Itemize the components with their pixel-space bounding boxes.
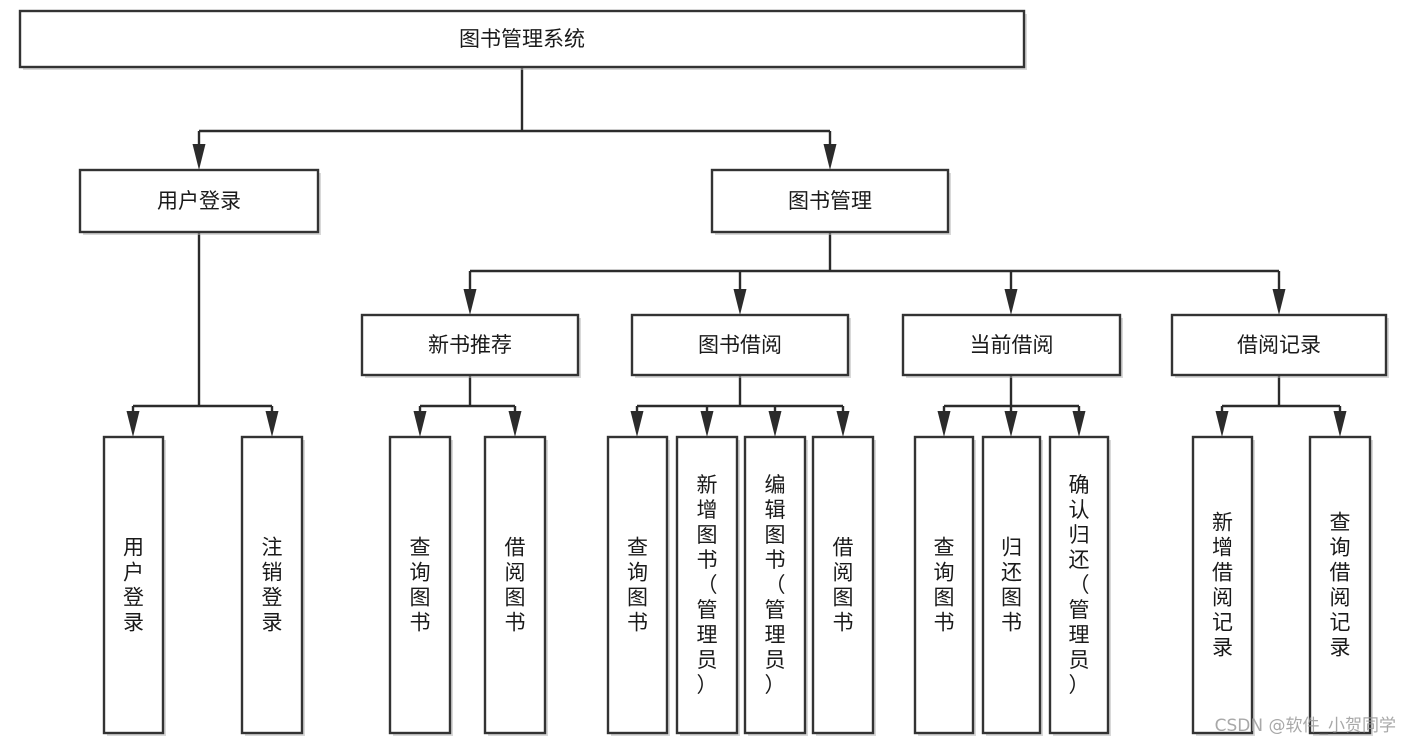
connector-book-borrow-bus (630, 375, 850, 437)
node-border[interactable] (18, 9, 1026, 69)
node-label: 图书管理系统 (459, 27, 585, 51)
node-border[interactable] (981, 435, 1042, 735)
node-border[interactable] (901, 313, 1122, 377)
arrow-head-icon (836, 411, 850, 437)
node-label: 确认归还（管理员） (1069, 473, 1090, 697)
node-label: 编辑图书（管理员） (765, 473, 786, 697)
node-new-book-recommend[interactable]: 新书推荐 (360, 313, 581, 378)
arrow-head-icon (768, 411, 782, 437)
node-label: 图书借阅 (698, 333, 782, 357)
node-leaf-add-book[interactable]: 新增图书（管理员） (675, 435, 740, 736)
arrow-head-icon (1272, 289, 1286, 315)
node-label: 借阅图书 (505, 536, 526, 635)
node-border[interactable] (1170, 313, 1388, 377)
node-label: 借阅记录 (1237, 333, 1321, 357)
node-border[interactable] (240, 435, 304, 735)
node-layer: 图书管理系统用户登录图书管理新书推荐图书借阅当前借阅借阅记录用户登录注销登录查询… (18, 9, 1389, 736)
connector-book-manage-bus (463, 232, 1286, 315)
node-border[interactable] (1048, 435, 1110, 735)
node-label: 新书推荐 (428, 333, 512, 357)
node-label: 借阅图书 (833, 536, 854, 635)
node-border[interactable] (606, 435, 669, 735)
node-book-borrow[interactable]: 图书借阅 (630, 313, 851, 378)
arrow-head-icon (1004, 289, 1018, 315)
node-label: 查询借阅记录 (1330, 511, 1351, 660)
node-label: 新增借阅记录 (1212, 511, 1233, 660)
arrow-head-icon (508, 411, 522, 437)
node-border[interactable] (78, 168, 320, 234)
arrow-head-icon (1004, 411, 1018, 437)
node-border[interactable] (913, 435, 975, 735)
arrow-head-icon (937, 411, 951, 437)
arrow-head-icon (1215, 411, 1229, 437)
node-border[interactable] (102, 435, 165, 735)
node-border[interactable] (743, 435, 807, 735)
node-label: 注销登录 (262, 536, 283, 635)
node-label: 当前借阅 (970, 333, 1054, 357)
node-border[interactable] (388, 435, 452, 735)
arrow-head-icon (265, 411, 279, 437)
watermark-label: CSDN @软件_小贺同学 (1215, 716, 1396, 736)
connector-current-borrow-bus (937, 375, 1086, 437)
node-label: 用户登录 (123, 536, 144, 635)
arrow-head-icon (192, 144, 206, 170)
arrow-head-icon (126, 411, 140, 437)
node-label: 查询图书 (410, 536, 431, 635)
connector-user-login-bus (126, 232, 279, 437)
node-root[interactable]: 图书管理系统 (18, 9, 1027, 70)
node-border[interactable] (360, 313, 580, 377)
node-label: 图书管理 (788, 189, 872, 213)
node-border[interactable] (483, 435, 547, 735)
node-border[interactable] (710, 168, 950, 234)
node-leaf-borrow-book-2[interactable]: 借阅图书 (811, 435, 876, 736)
node-leaf-query-book-3[interactable]: 查询图书 (913, 435, 976, 736)
node-leaf-query-book-1[interactable]: 查询图书 (388, 435, 453, 736)
arrow-head-icon (700, 411, 714, 437)
node-label: 归还图书 (1001, 536, 1022, 635)
node-leaf-borrow-book-1[interactable]: 借阅图书 (483, 435, 548, 736)
connector-new-book-bus (413, 375, 522, 437)
node-border[interactable] (1308, 435, 1372, 735)
node-leaf-query-record[interactable]: 查询借阅记录 (1308, 435, 1373, 736)
arrow-head-icon (1072, 411, 1086, 437)
node-leaf-add-record[interactable]: 新增借阅记录 (1191, 435, 1255, 736)
node-user-login[interactable]: 用户登录 (78, 168, 321, 235)
arrow-head-icon (413, 411, 427, 437)
node-book-manage[interactable]: 图书管理 (710, 168, 951, 235)
node-borrow-record[interactable]: 借阅记录 (1170, 313, 1389, 378)
node-leaf-user-login[interactable]: 用户登录 (102, 435, 166, 736)
node-border[interactable] (811, 435, 875, 735)
arrow-head-icon (463, 289, 477, 315)
node-leaf-return-book[interactable]: 归还图书 (981, 435, 1043, 736)
arrow-head-icon (630, 411, 644, 437)
node-border[interactable] (630, 313, 850, 377)
node-leaf-confirm-return[interactable]: 确认归还（管理员） (1048, 435, 1111, 736)
node-label: 查询图书 (627, 536, 648, 635)
arrow-head-icon (733, 289, 747, 315)
node-border[interactable] (675, 435, 739, 735)
node-border[interactable] (1191, 435, 1254, 735)
node-leaf-query-book-2[interactable]: 查询图书 (606, 435, 670, 736)
node-leaf-edit-book[interactable]: 编辑图书（管理员） (743, 435, 808, 736)
connector-borrow-record-bus (1215, 375, 1347, 437)
connector-layer (126, 67, 1347, 437)
arrow-head-icon (823, 144, 837, 170)
node-label: 新增图书（管理员） (697, 473, 718, 697)
node-label: 查询图书 (934, 536, 955, 635)
node-leaf-logout[interactable]: 注销登录 (240, 435, 305, 736)
connector-root-bus (192, 67, 837, 170)
node-label: 用户登录 (157, 189, 241, 213)
arrow-head-icon (1333, 411, 1347, 437)
node-current-borrow[interactable]: 当前借阅 (901, 313, 1123, 378)
